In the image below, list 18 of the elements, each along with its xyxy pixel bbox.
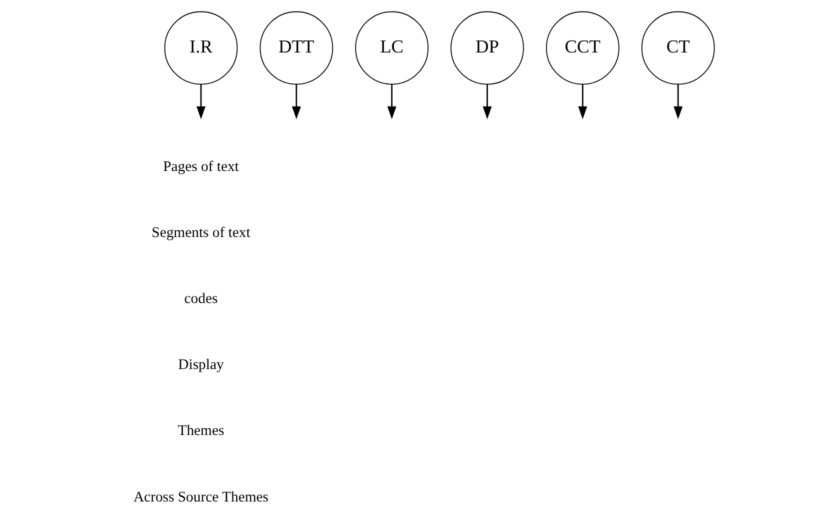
arrow: [196, 84, 205, 120]
node-circle: DP: [450, 11, 524, 85]
label: Display: [178, 357, 224, 374]
node-circle: DTT: [259, 11, 333, 85]
node-circle: CCT: [545, 11, 619, 85]
label: codes: [184, 291, 218, 308]
label: Pages of text: [162, 158, 238, 175]
arrow: [386, 84, 396, 120]
node-circle: CT: [640, 11, 714, 85]
arrow: [578, 84, 587, 120]
node-circle: I.R: [164, 11, 238, 85]
arrow: [673, 84, 682, 120]
label: Across Source Themes: [132, 489, 268, 506]
node-circle: LC: [354, 11, 428, 85]
label: Themes: [177, 423, 224, 440]
arrow: [291, 84, 300, 120]
label: Segments of text: [151, 225, 250, 241]
arrow: [482, 84, 492, 120]
